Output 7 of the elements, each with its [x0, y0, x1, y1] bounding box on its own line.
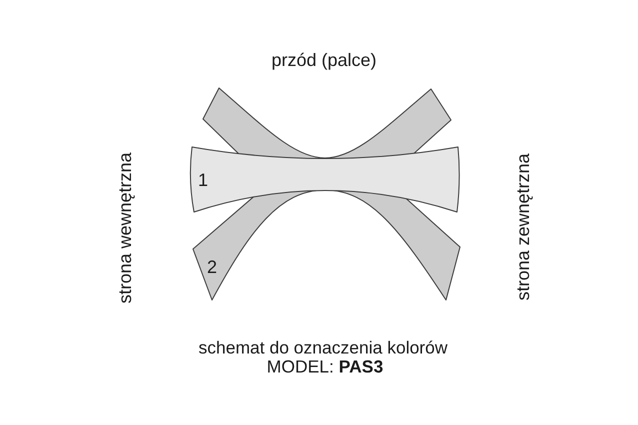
- strap-number: 1: [198, 171, 208, 189]
- caption: schemat do oznaczenia kolorów: [198, 339, 448, 357]
- side-label: strona wewnętrzna: [116, 152, 134, 304]
- direction-label: przód (palce): [271, 51, 377, 69]
- strap-number: 2: [207, 258, 217, 276]
- model-label: MODEL: PAS3: [266, 358, 384, 376]
- side-label: strona zewnętrzna: [514, 153, 532, 301]
